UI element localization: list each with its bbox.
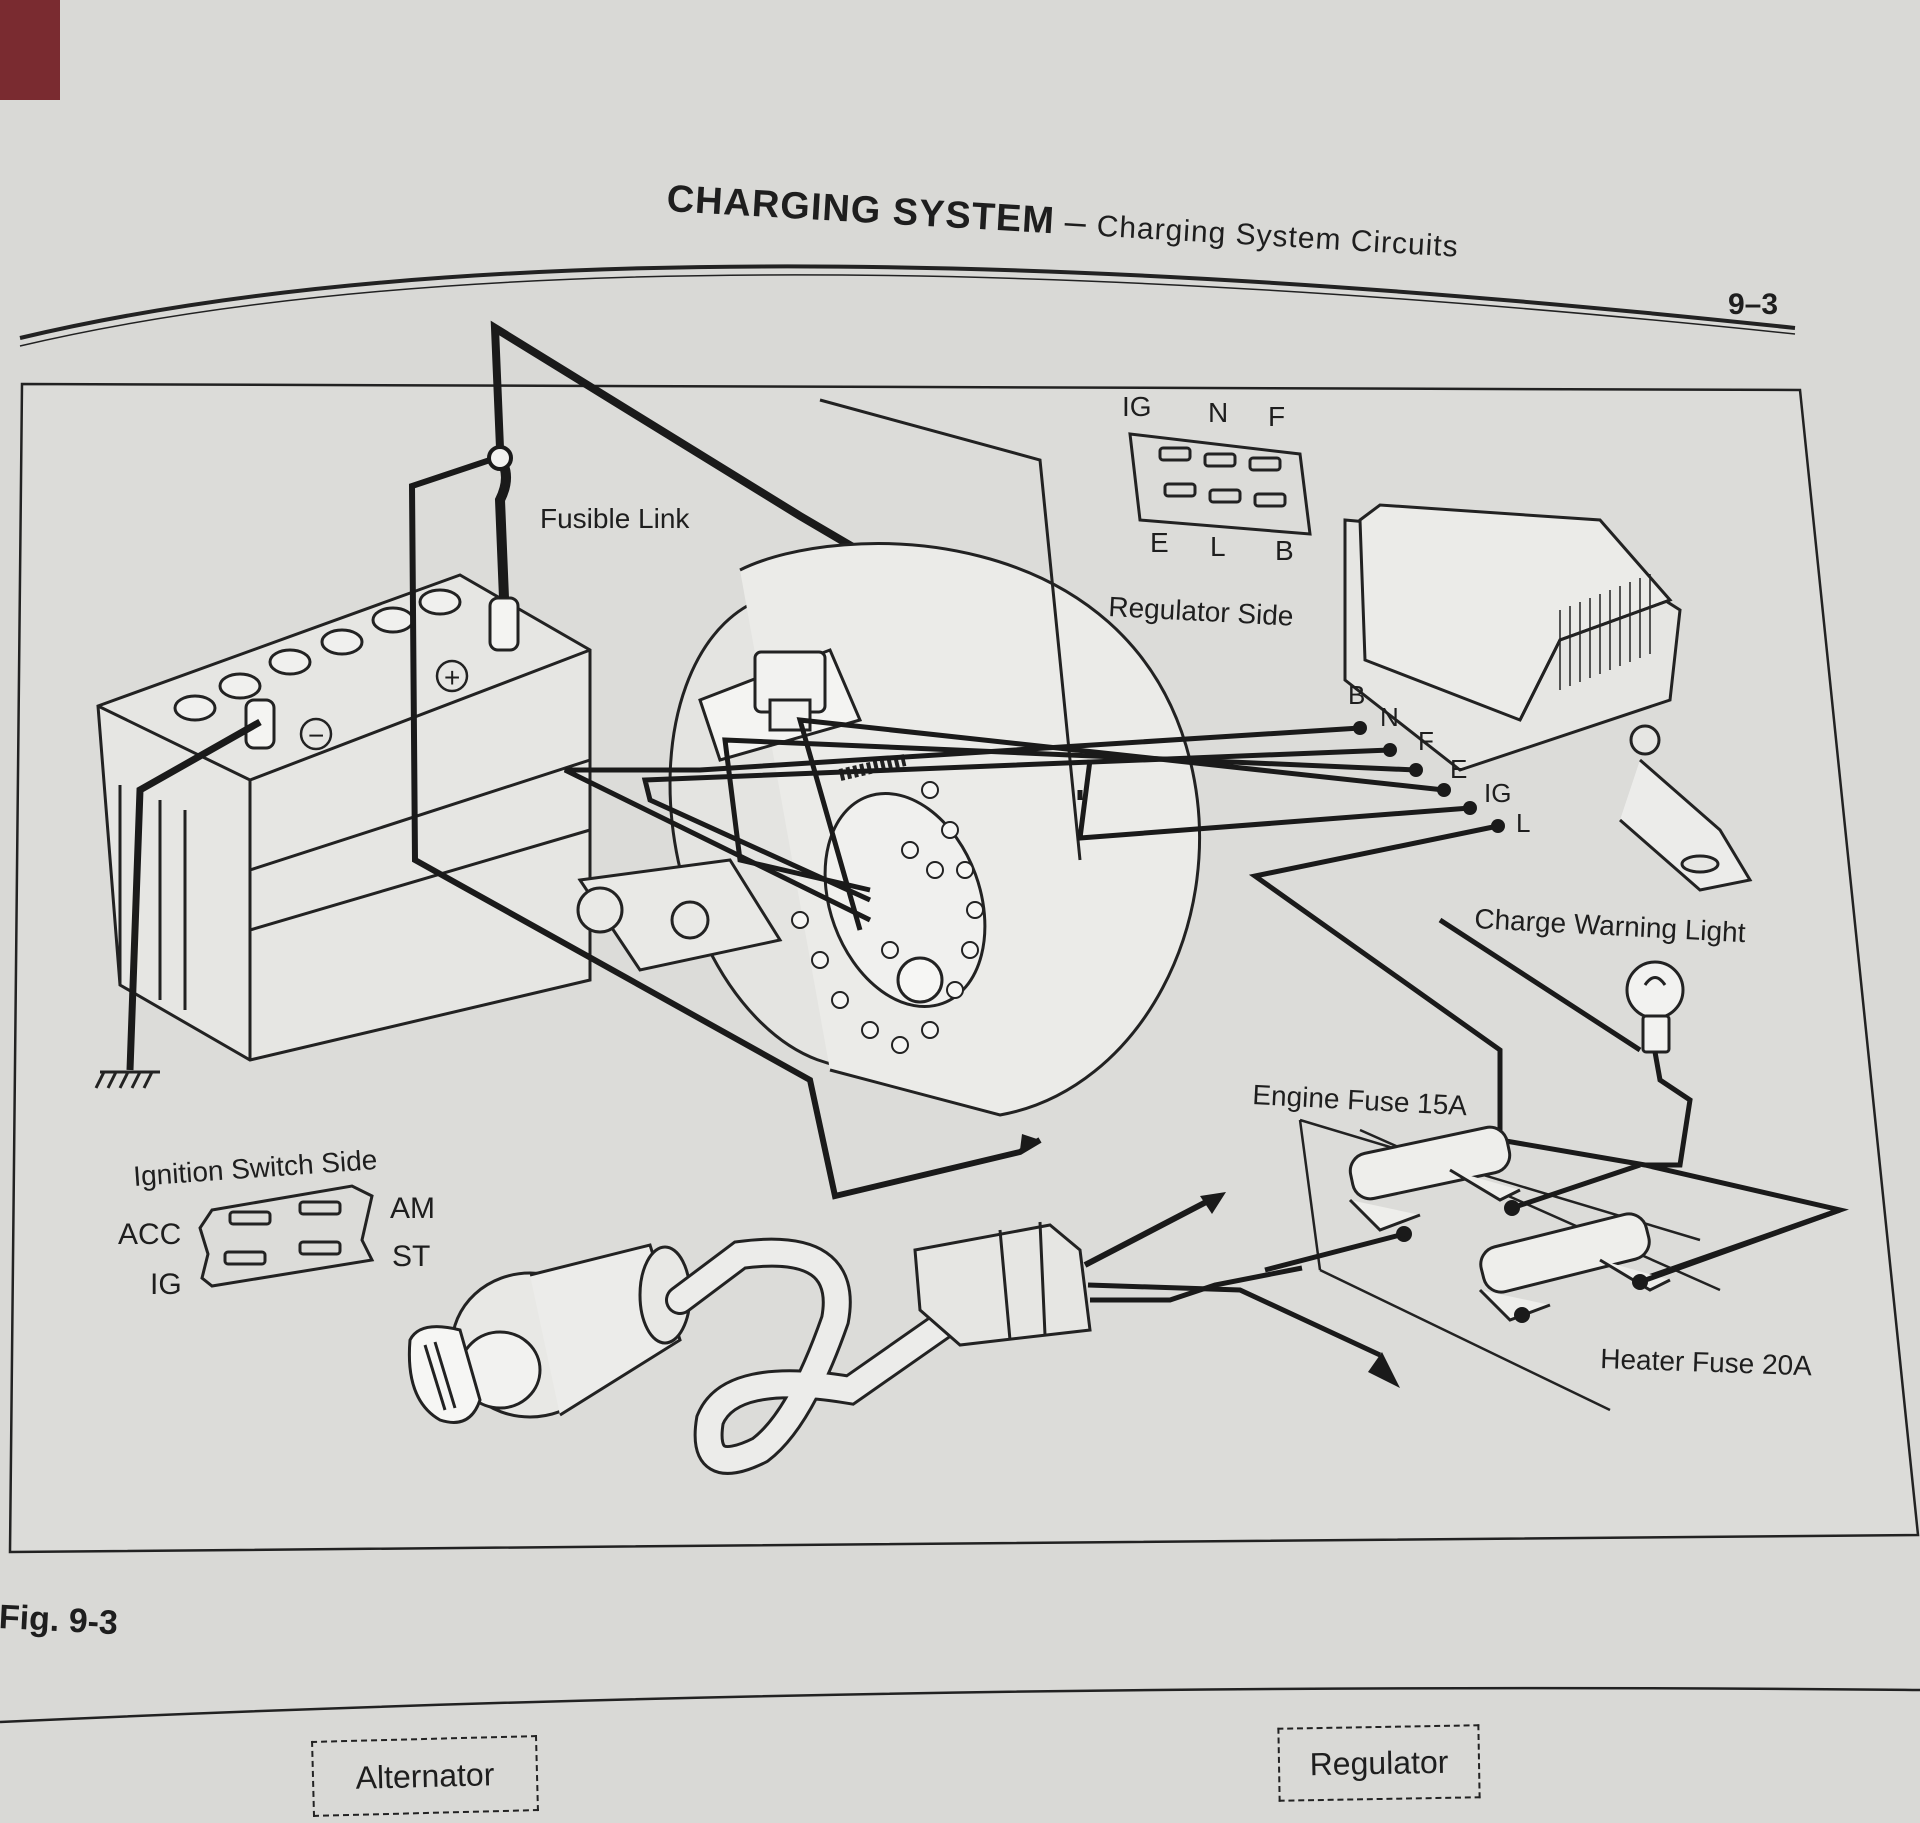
fusible-link-junction	[487, 445, 513, 471]
regulator-box: Regulator	[1277, 1724, 1481, 1802]
footer-rule	[0, 1686, 1920, 1724]
am-arrowhead	[1200, 1192, 1226, 1214]
switch-harness-plug	[913, 1221, 1092, 1347]
reg-terminal-f: F	[1418, 726, 1434, 756]
engine-fuse	[1348, 1125, 1521, 1232]
fusible-link-label: Fusible Link	[540, 503, 690, 534]
reg-terminal-ig: IG	[1484, 778, 1511, 808]
reg-pin-f: F	[1268, 401, 1285, 432]
alternator	[668, 398, 1201, 1117]
alternator-connector	[753, 650, 827, 732]
ground-wire	[126, 718, 262, 1071]
battery	[96, 573, 592, 1062]
alternator-vent-holes	[791, 781, 984, 1054]
battery-caps	[173, 588, 462, 722]
header-rule	[19, 264, 1796, 340]
header-rule-thin	[19, 274, 1796, 347]
reg-terminal-n: N	[1380, 702, 1399, 732]
warning-light-return	[1438, 917, 1642, 1053]
negative-symbol: −	[308, 720, 324, 751]
st-arrowhead	[1368, 1352, 1400, 1388]
regulator-fins	[1559, 574, 1651, 690]
reg-pin-n: N	[1208, 397, 1228, 428]
alternator-box: Alternator	[311, 1735, 539, 1817]
page-number: 9–3	[1728, 288, 1779, 321]
reg-terminal-l: L	[1516, 808, 1530, 838]
warning-light-wire	[1645, 1051, 1693, 1168]
positive-symbol: +	[444, 662, 460, 693]
page-corner-shadow	[0, 0, 60, 100]
reg-pin-ig: IG	[1122, 391, 1152, 422]
switch-harness-core	[668, 1240, 962, 1472]
ign-pin-acc: ACC	[118, 1218, 181, 1251]
fuse-feed-wire	[1264, 1162, 1641, 1273]
reg-pin-l: L	[1210, 531, 1226, 562]
reg-pin-b: B	[1275, 535, 1294, 566]
key-icon	[407, 1325, 482, 1424]
alternator-mount	[576, 858, 783, 972]
regulator-side-connector	[1128, 432, 1312, 536]
positive-symbol-ring	[435, 659, 469, 693]
regulator-terminal-dots	[1353, 721, 1505, 833]
ignition-feed-wire	[408, 457, 1042, 1200]
ground-symbol	[94, 1070, 160, 1089]
reg-terminal-b: B	[1348, 680, 1365, 710]
reg-terminal-e: E	[1450, 754, 1467, 784]
alternator-label: Alternator	[355, 1755, 495, 1796]
ign-pin-st: ST	[392, 1240, 430, 1273]
st-line-arrow	[1087, 1282, 1382, 1358]
ign-pin-am: AM	[390, 1192, 435, 1225]
heater-fuse-wire	[1639, 1207, 1841, 1285]
voltage-regulator	[1343, 503, 1753, 892]
heater-fuse	[1478, 1212, 1671, 1322]
ignition-side-connector	[198, 1184, 375, 1288]
heater-fuse-label: Heater Fuse 20A	[1600, 1343, 1813, 1381]
reg-pin-e: E	[1150, 527, 1169, 558]
ig-line	[1090, 1265, 1303, 1303]
figure-caption: Fig. 9-3	[0, 1598, 119, 1643]
ign-pin-ig: IG	[150, 1268, 182, 1301]
negative-symbol-ring	[299, 717, 333, 751]
ignition-arrow	[1020, 1134, 1040, 1150]
am-line-arrow	[1083, 1197, 1212, 1268]
regulator-label: Regulator	[1309, 1743, 1449, 1782]
